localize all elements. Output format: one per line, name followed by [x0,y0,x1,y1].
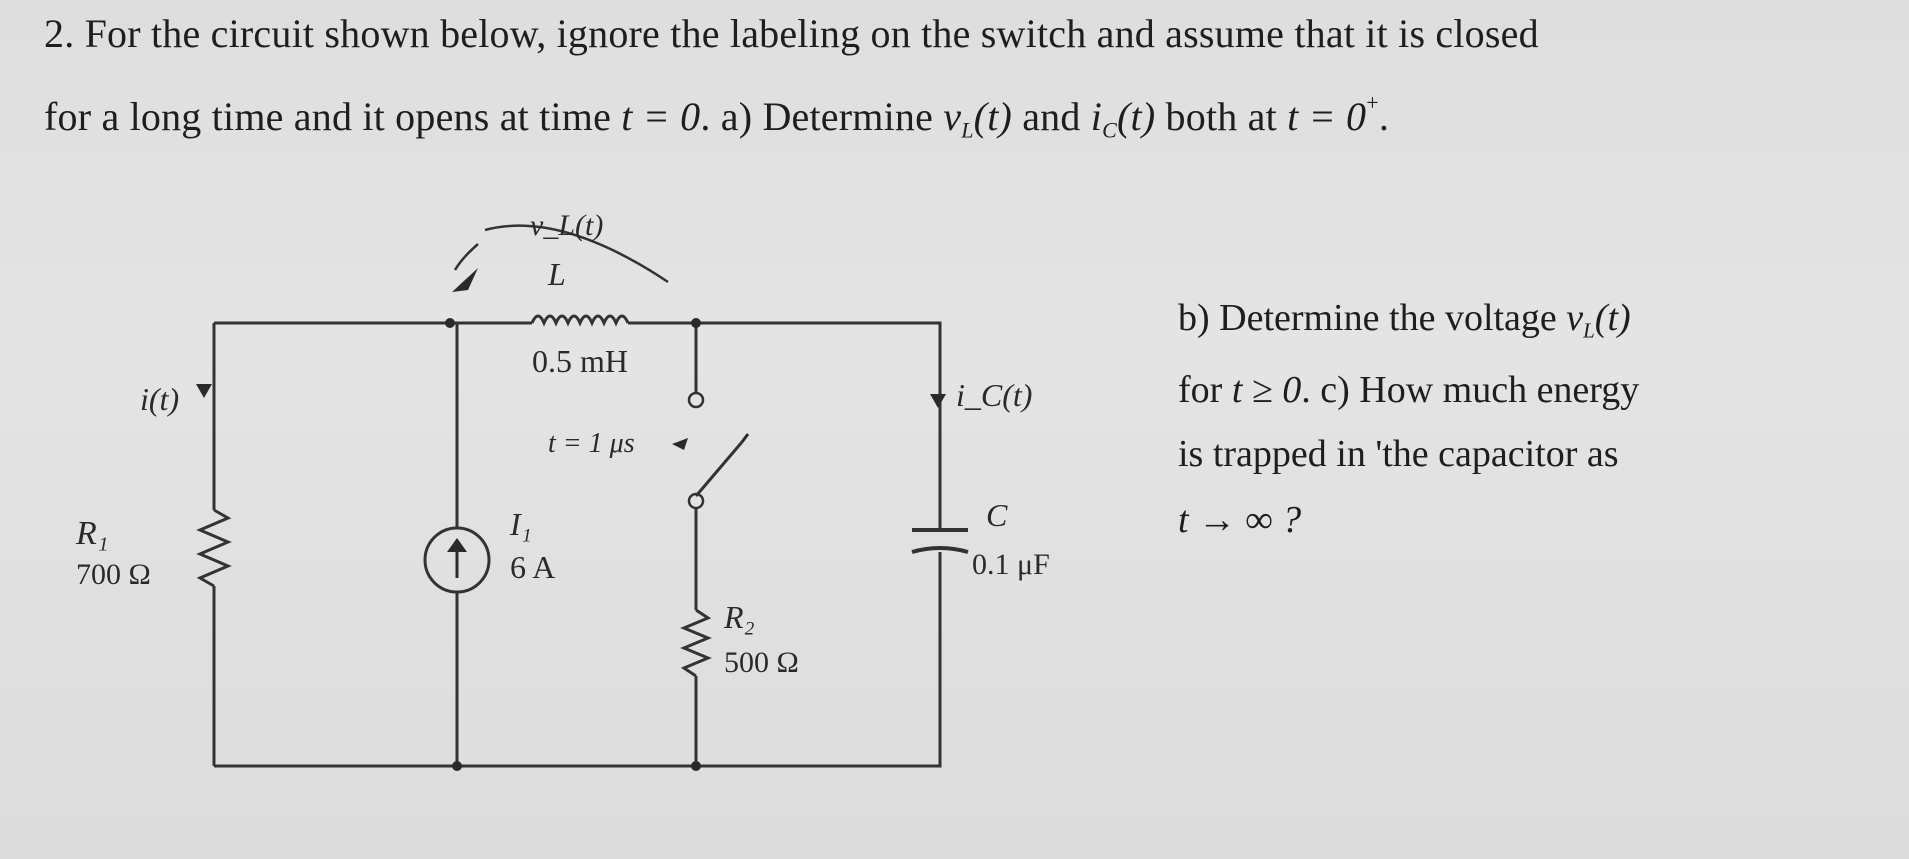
zero-plus-superscript: + [1366,90,1379,115]
top-wire-right [628,321,942,530]
i-arrowhead [196,384,212,398]
node-bottom-r2 [691,761,701,771]
ic-argument: (t) [1117,93,1156,139]
node-bottom-source [452,761,462,771]
question-line-2: for a long time and it opens at time t =… [44,90,1389,143]
current-label: i(t) [140,381,179,417]
bottom-wire [214,552,942,768]
question-line-1: 2. For the circuit shown below, ignore t… [44,10,1539,57]
ic-symbol: i [1090,93,1103,139]
and-text: and [1012,93,1091,139]
period: . [1378,93,1390,139]
switch-blade [694,441,744,497]
part-b-condition: t ≥ 0 [1231,369,1302,411]
vl-subscript: L [961,117,974,143]
node-top-right [691,318,701,328]
vl-arrowhead [452,268,478,292]
r1-value: 700 Ω [76,558,151,591]
ic-label: i_C(t) [956,377,1032,413]
capacitor-plate-bottom [911,546,969,554]
time-zero-plus: t = 0 [1287,93,1367,139]
node-top-left [445,318,455,328]
switch-tip [740,433,750,443]
part-b-arg: (t) [1594,297,1631,339]
question-number: 2. [44,11,75,56]
part-c-line-3: t → ∞ ? [1178,498,1301,542]
question-text-line-2b: . a) Determine [700,93,944,139]
cap-name: C [986,497,1008,533]
ic-arrowhead [930,394,946,408]
vl-label: v_L(t) [530,209,603,242]
time-zero: t = 0 [621,93,701,139]
r1-name: R₁ [75,515,109,552]
part-b-for: for [1178,369,1232,411]
switch-label-arrow [672,438,688,450]
part-b-line-1: b) Determine the voltage vL(t) [1178,296,1631,343]
part-c-line-2: is trapped in 'the capacitor as [1178,432,1619,476]
part-b-sub: L [1583,318,1595,343]
part-c-text: . c) How much energy [1301,369,1640,411]
r2-value: 500 Ω [724,646,799,679]
r1-zigzag [196,508,232,588]
cap-value: 0.1 μF [972,548,1050,581]
question-text-line-1: For the circuit shown below, ignore the … [84,11,1539,56]
vl-arc-left [453,243,479,271]
question-text-line-2a: for a long time and it opens at time [44,93,622,139]
part-b-text: b) Determine the voltage [1178,297,1567,339]
vl-argument: (t) [973,93,1013,139]
switch-contact-bottom [687,492,705,510]
r2-zigzag [680,608,712,678]
ic-subscript: C [1102,117,1117,143]
switch-label: t = 1 μs [548,428,635,459]
inductor-name: L [547,256,566,292]
part-c-limit: t → ∞ ? [1178,499,1302,541]
vl-symbol: v [943,93,962,139]
part-b-line-2: for t ≥ 0. c) How much energy [1178,368,1639,412]
part-b-v: v [1566,297,1584,339]
source-value: 6 A [510,549,555,585]
source-name: I₁ [509,506,532,542]
inductor-value: 0.5 mH [532,343,628,379]
source-arrowhead [447,538,467,552]
vl-arc [484,224,669,284]
switch-contact-top [687,391,705,409]
r2-name: R₂ [723,599,755,635]
part-c-text-2: is trapped in 'the capacitor as [1178,433,1619,475]
inductor-coil [530,314,630,327]
both-at-text: both at [1155,93,1288,139]
